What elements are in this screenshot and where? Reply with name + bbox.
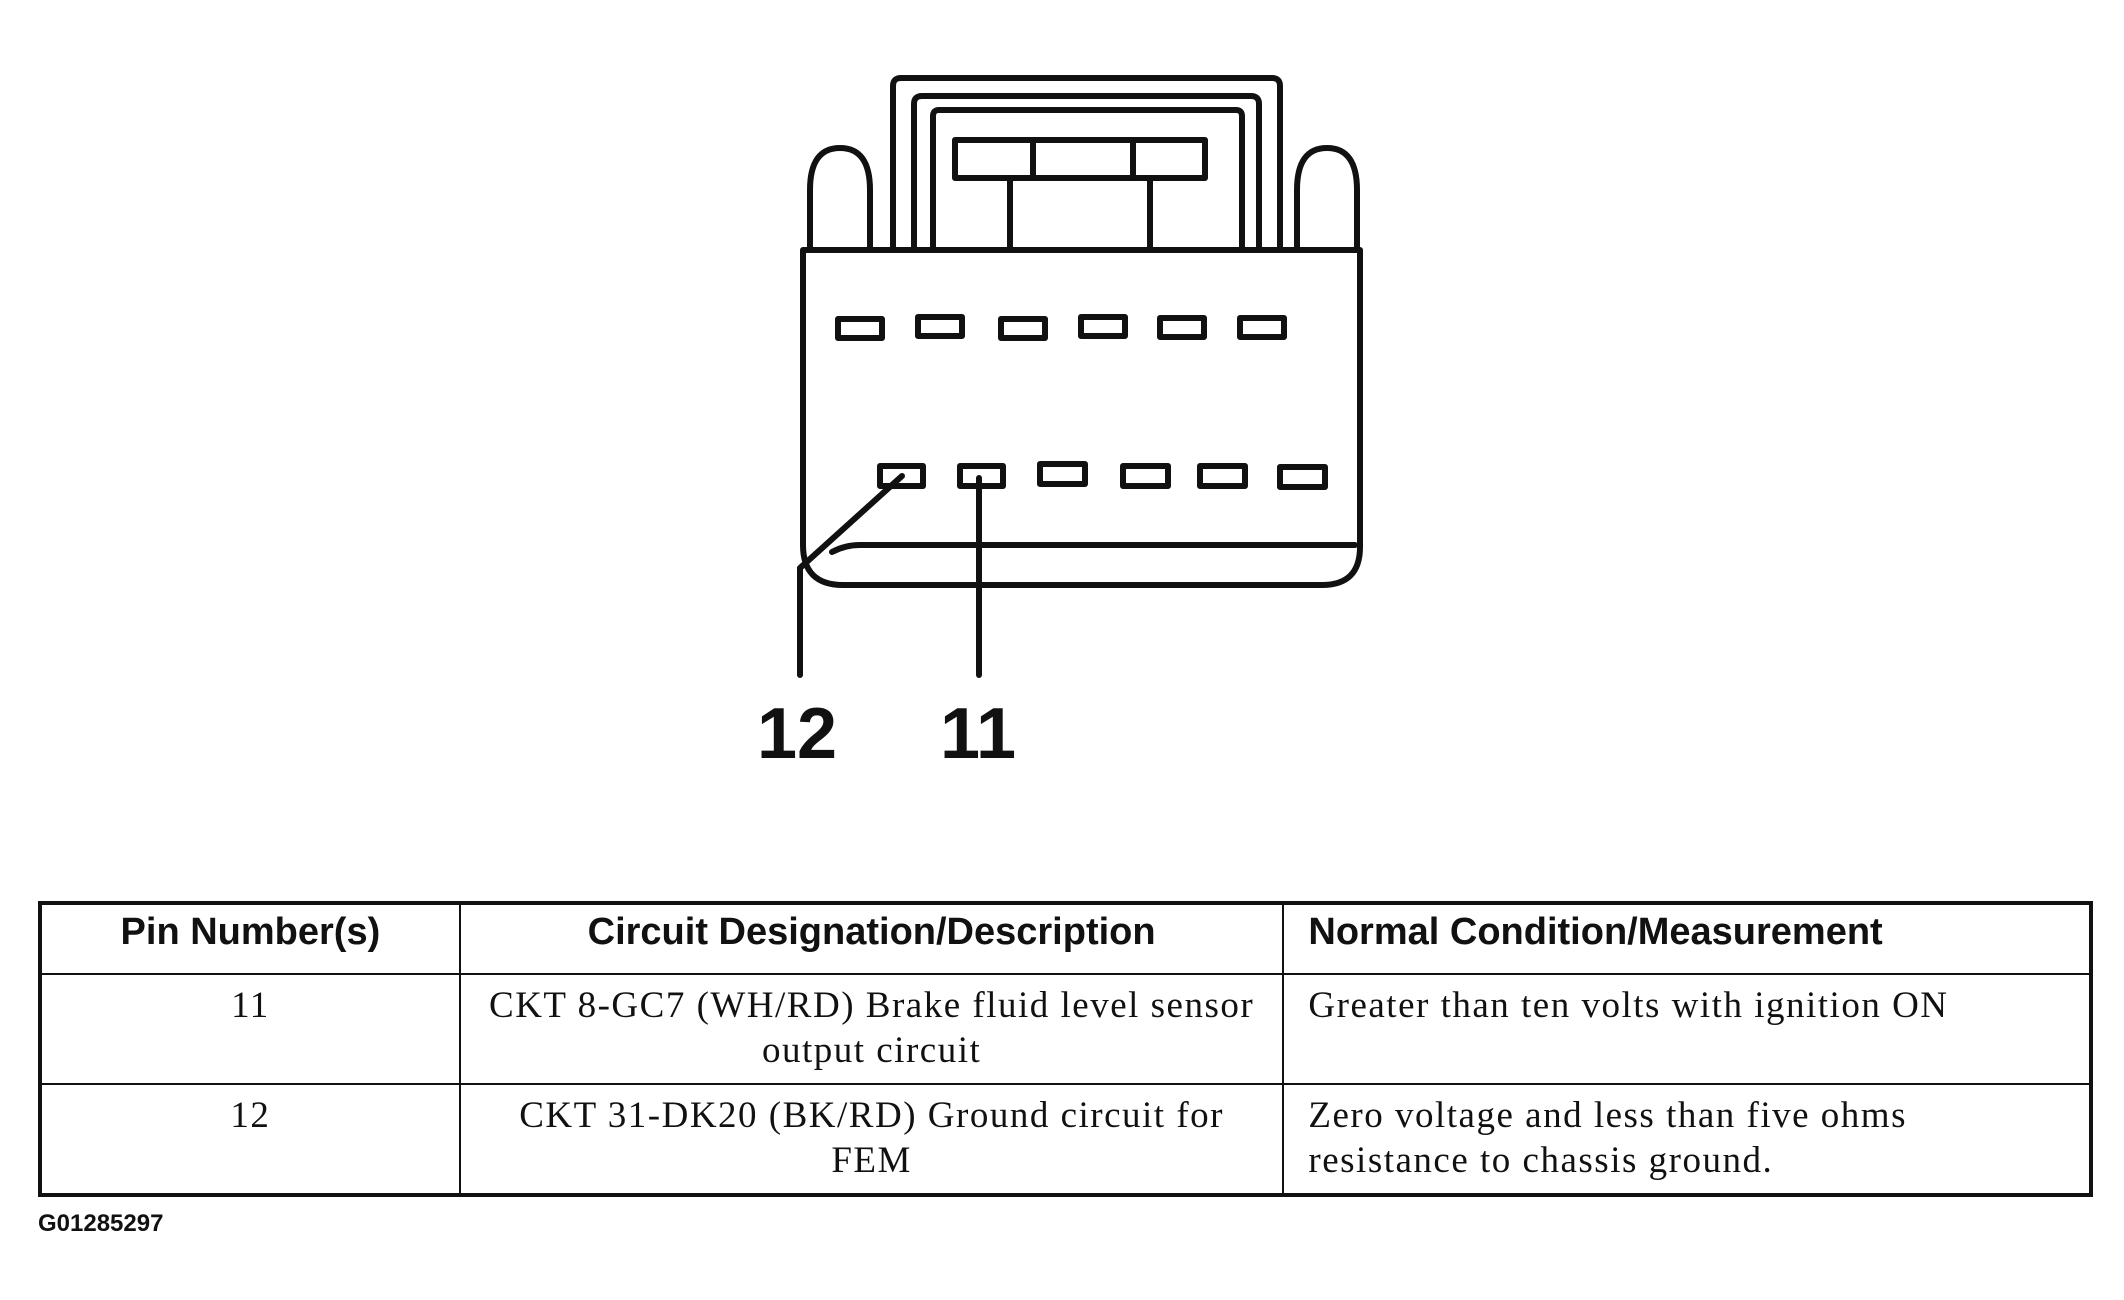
pin-table: Pin Number(s) Circuit Designation/Descri… [38, 901, 2093, 1197]
figure-id: G01285297 [38, 1210, 164, 1237]
cavity [915, 314, 965, 339]
cavity [998, 316, 1048, 341]
cavity-pin-12 [877, 463, 926, 489]
cavity [1120, 463, 1171, 489]
table-header-row: Pin Number(s) Circuit Designation/Descri… [39, 902, 2092, 975]
cavity [835, 316, 885, 341]
cell-pin-number: 12 [39, 1083, 461, 1196]
cavity [1277, 464, 1328, 490]
cavity [1157, 315, 1207, 340]
leader-line-pin-12 [797, 473, 905, 678]
cell-normal-condition: Zero voltage and less than five ohms res… [1282, 1083, 2092, 1196]
connector-latch [890, 75, 1283, 253]
table-row: 11 CKT 8-GC7 (WH/RD) Brake fluid level s… [39, 973, 2092, 1085]
cell-circuit-description: CKT 8-GC7 (WH/RD) Brake fluid level sens… [458, 973, 1285, 1085]
cavity [1197, 463, 1248, 489]
cavity [1037, 461, 1088, 487]
callout-label-pin-12: 12 [757, 694, 837, 774]
header-normal-condition: Normal Condition/Measurement [1282, 902, 2092, 975]
connector-left-ear [807, 145, 873, 253]
callout-label-pin-11: 11 [940, 694, 1016, 774]
header-circuit-designation: Circuit Designation/Description [458, 902, 1285, 975]
cavity [1078, 314, 1128, 339]
table-row: 12 CKT 31-DK20 (BK/RD) Ground circuit fo… [39, 1083, 2092, 1196]
connector-diagram: 12 11 [757, 75, 1363, 774]
connector-right-ear [1294, 145, 1360, 253]
connector-body [800, 247, 1363, 588]
connector-body-inner-edge [829, 542, 1358, 555]
cell-normal-condition: Greater than ten volts with ignition ON [1282, 973, 2092, 1085]
cell-pin-number: 11 [39, 973, 461, 1085]
header-pin-numbers: Pin Number(s) [39, 902, 461, 975]
cavity-row-top [835, 314, 1287, 341]
cell-circuit-description: CKT 31-DK20 (BK/RD) Ground circuit for F… [458, 1083, 1285, 1196]
cavity [1237, 315, 1287, 340]
cavity-row-bottom [877, 461, 1328, 490]
